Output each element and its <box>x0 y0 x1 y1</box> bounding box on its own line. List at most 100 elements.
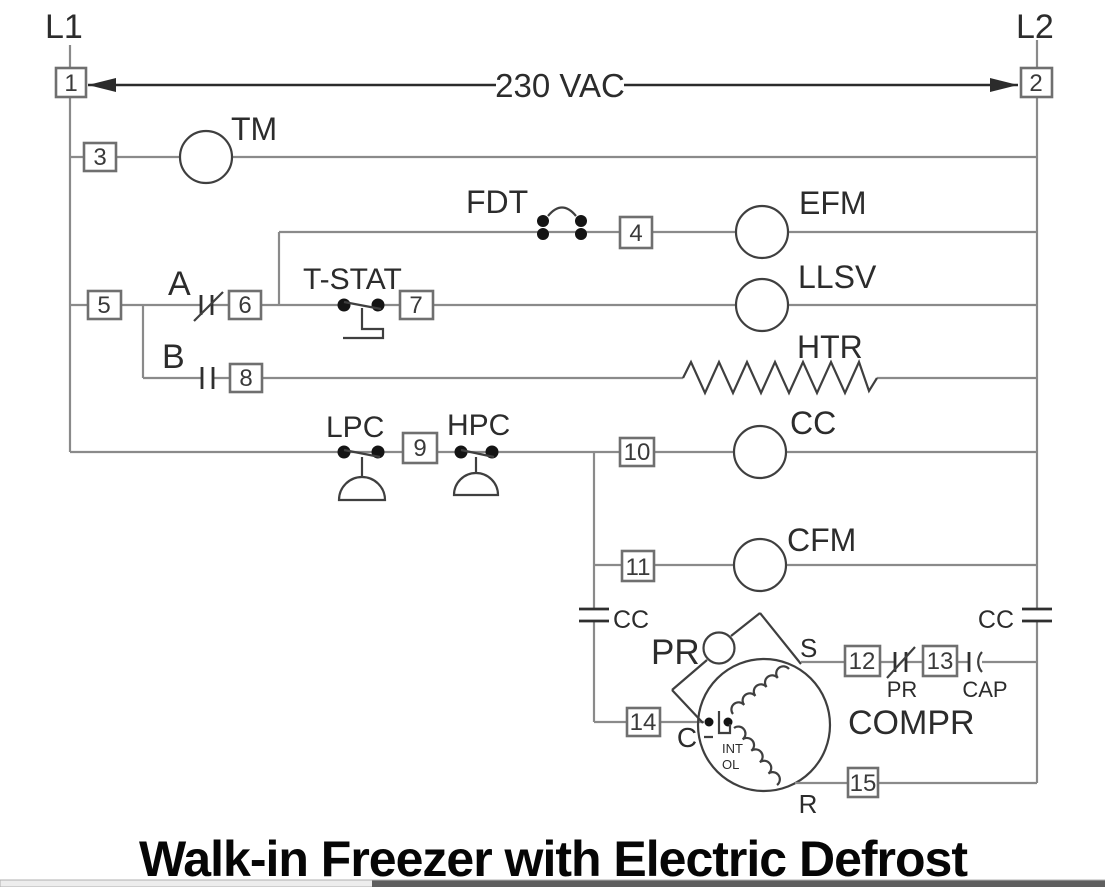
pr-relay-coil <box>702 631 736 665</box>
terminal-11-number: 11 <box>626 554 651 581</box>
c-winding-dot <box>723 717 733 727</box>
terminal-15-number: 15 <box>850 770 877 797</box>
fdt-contact-arc <box>547 206 577 217</box>
fdt-label: FDT <box>466 184 528 220</box>
int-ol-label-1: INT <box>722 741 743 756</box>
terminal-7-number: 7 <box>409 292 422 319</box>
start-capacitor-symbol <box>967 651 983 673</box>
fdt-contact <box>537 206 587 240</box>
terminal-12-number: 12 <box>849 648 876 675</box>
terminal-box-1 <box>54 66 88 99</box>
terminal-box-2 <box>1019 66 1054 99</box>
cc-contact-left-label: CC <box>613 606 649 634</box>
l1-rail-label: L1 <box>45 8 83 46</box>
terminal-box-3 <box>82 141 118 173</box>
cfm-rung-wire <box>592 452 1037 722</box>
r-terminal-label: R <box>799 789 818 819</box>
terminal-box-9 <box>401 431 439 465</box>
tm-label: TM <box>231 111 277 147</box>
tm-coil <box>178 129 234 185</box>
cc-contact-right-label: CC <box>978 606 1014 634</box>
terminal-box-10 <box>618 436 656 468</box>
terminal-8-number: 8 <box>239 365 252 392</box>
terminal-box-13 <box>921 644 959 678</box>
lpc-dome <box>337 475 387 502</box>
left-arrowhead-icon <box>88 78 116 92</box>
compressor-circuit: 14 COMPR PR C INT OL S 12 PR 13 <box>594 612 1037 819</box>
terminal-box-14 <box>625 706 662 738</box>
compressor-motor-circle <box>696 657 832 793</box>
internal-overload-symbol <box>704 711 732 739</box>
lpc-pressure-switch <box>337 445 387 502</box>
cfm-coil <box>732 537 788 593</box>
rung-llsv: 5 A 6 T-STAT 7 LLSV <box>70 259 1037 340</box>
terminal-box-6 <box>227 289 263 321</box>
terminal-10-number: 10 <box>624 439 651 466</box>
pr-coil-label: PR <box>651 633 700 672</box>
cap-label: CAP <box>962 677 1007 702</box>
hpc-label: HPC <box>447 409 510 442</box>
pr-contact-slash <box>886 646 916 679</box>
terminal-box-15 <box>846 766 880 799</box>
c-terminal-dot <box>704 717 714 727</box>
rung-cc: LPC 9 HPC 10 CC <box>70 405 1037 502</box>
terminal-box-11 <box>620 549 656 583</box>
horizontal-scrollbar-thumb[interactable] <box>372 880 1105 887</box>
c-terminal-label: C <box>677 722 697 753</box>
terminal-3-number: 3 <box>93 144 106 171</box>
htr-label: HTR <box>797 329 863 365</box>
terminal-box-5 <box>86 289 123 321</box>
run-winding-coil <box>733 725 781 786</box>
lpc-blade <box>343 448 381 459</box>
terminal-4-number: 4 <box>629 220 642 247</box>
terminal-14-number: 14 <box>630 709 657 736</box>
s-terminal-label: S <box>800 633 817 663</box>
lpc-label: LPC <box>326 411 384 444</box>
tstat-label: T-STAT <box>303 263 402 296</box>
int-ol-label-2: OL <box>722 757 739 772</box>
contact-a-label: A <box>168 265 191 303</box>
terminal-box-7 <box>398 289 435 321</box>
terminal-13-number: 13 <box>927 648 954 675</box>
pr-relay-wiring <box>671 612 802 724</box>
timer-contact-b-no <box>200 367 215 389</box>
llsv-coil <box>734 277 790 333</box>
cc-coil <box>732 424 788 480</box>
hpc-pressure-switch <box>452 445 500 497</box>
terminal-6-number: 6 <box>238 292 251 319</box>
terminal-9-number: 9 <box>413 435 426 462</box>
rung-tm: 3 TM <box>70 111 1037 185</box>
voltage-span-arrow: 230 VAC <box>88 67 1018 104</box>
tstat-switch <box>337 298 385 340</box>
terminal-5-number: 5 <box>97 292 110 319</box>
timer-contact-a-nc <box>193 291 224 322</box>
pr-contact-label: PR <box>887 677 918 702</box>
tstat-blade <box>343 300 382 311</box>
efm-coil <box>734 204 790 260</box>
rung-cfm: 11 CFM <box>592 452 1037 722</box>
cc-coil-label: CC <box>790 405 836 441</box>
rung-efm: FDT 4 EFM <box>277 184 1037 305</box>
l2-rail-label: L2 <box>1016 8 1054 46</box>
start-winding-coil <box>730 665 790 715</box>
cfm-label: CFM <box>787 522 856 558</box>
hpc-blade <box>460 448 495 459</box>
voltage-label: 230 VAC <box>495 67 625 104</box>
rung-htr: B 8 HTR <box>141 305 1037 396</box>
llsv-label: LLSV <box>798 259 877 295</box>
efm-label: EFM <box>799 185 867 221</box>
pr-contact-nc <box>886 646 916 679</box>
hpc-dome <box>452 471 500 497</box>
compr-label: COMPR <box>848 704 975 742</box>
diagram-title: Walk-in Freezer with Electric Defrost <box>139 831 968 887</box>
terminal-1-number: 1 <box>64 70 77 97</box>
contact-b-label: B <box>162 338 185 376</box>
contact-a-slash <box>193 291 224 322</box>
htr-heater-element <box>682 359 878 396</box>
terminal-box-8 <box>228 362 264 394</box>
tstat-bimetal <box>343 308 385 340</box>
right-arrowhead-icon <box>990 78 1018 92</box>
